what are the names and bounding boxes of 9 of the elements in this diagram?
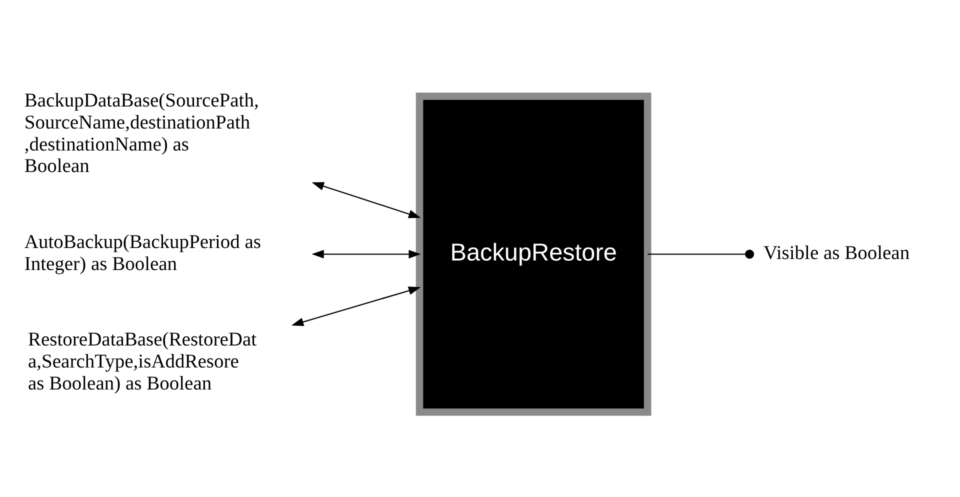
node-text: AutoBackup(BackupPeriod as Integer) as Boolean xyxy=(24,231,261,274)
node-text: Visible as Boolean xyxy=(762,242,910,264)
node-box: BackupRestore xyxy=(415,92,651,416)
node-text: RestoreDataBase(RestoreData,SearchType,isAddResore as Boolean) as Boolean xyxy=(28,328,256,394)
connector xyxy=(647,249,754,258)
arrow xyxy=(311,182,420,218)
arrow xyxy=(290,286,420,326)
node-text: BackupDataBase(SourcePath,SourceName,destinationPath,destinationName) as Boolean xyxy=(24,90,258,177)
arrow xyxy=(311,249,420,258)
